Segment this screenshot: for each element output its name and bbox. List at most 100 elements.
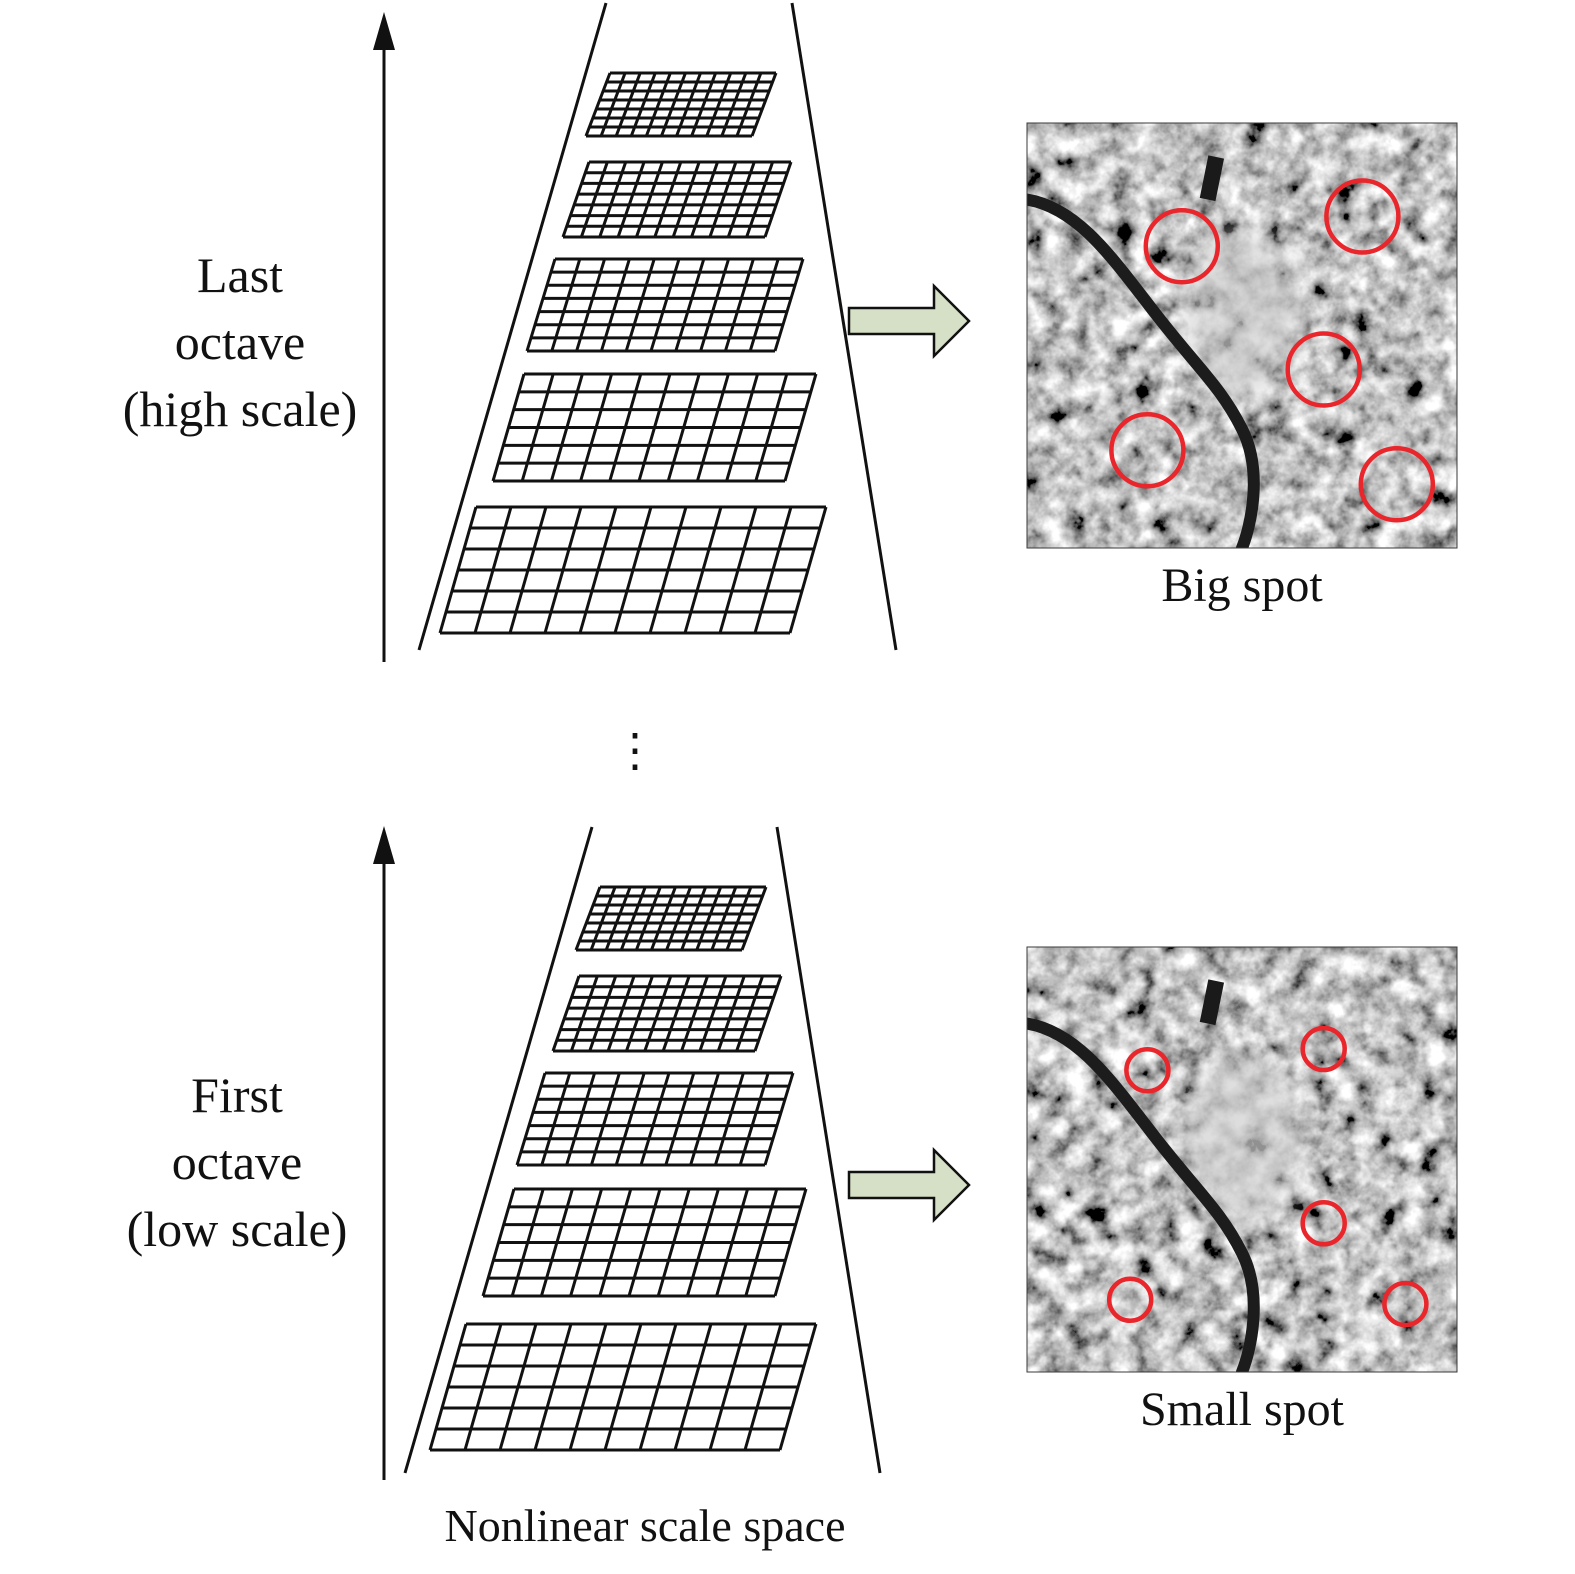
keypoint-circle [1358,446,1436,523]
grid-col-line [680,886,708,951]
grid-col-line [716,975,746,1052]
grid-col-line [726,161,756,238]
grid-col-line [510,1188,545,1297]
grid-col-line [614,1072,646,1166]
grid-col-line [613,506,653,634]
grid-col-line [674,258,706,352]
grid-col-line [569,975,599,1052]
grid-col-line [574,886,602,951]
grid-col-line [708,161,738,238]
grid-col-line [540,1072,572,1166]
bottom-octave-label-line-1: First [191,1067,283,1123]
keypoint-circle [1106,1276,1154,1323]
grid-col-line [598,161,628,238]
grid-col-line [599,258,631,352]
grid-col-line [718,506,758,634]
grid-col-line [680,975,709,1052]
grid-col-line [624,258,656,352]
grid-col-line [584,72,612,137]
grid-col-line [498,1323,538,1451]
grid-col-line [533,1323,573,1451]
grid-col-line [713,1072,745,1166]
grid-col-line [671,161,701,238]
grid-col-line [635,161,664,238]
grid-col-line [743,1323,783,1451]
grid-col-line [598,1188,633,1297]
grid-layer-icon [574,885,768,952]
grid-col-line [603,1323,643,1451]
grid-col-line [589,886,617,951]
grid-col-line [753,506,793,634]
grid-col-line [753,975,783,1052]
grid-col-line [608,373,643,482]
grid-col-line [763,161,793,238]
nonlinear-scale-space-caption: Nonlinear scale space [444,1500,846,1551]
grid-col-line [644,72,672,137]
top-octave-label-line-3: (high scale) [122,381,358,437]
grid-col-line [520,373,555,482]
grid-col-line [685,1188,720,1297]
top-octave-label-line-2: octave [174,314,306,370]
grid-col-line [428,1323,468,1451]
grid-col-line [773,258,805,352]
ellipsis-separator: ⋮ [612,725,658,776]
grid-col-line [664,1072,696,1166]
grid-col-line [539,1188,574,1297]
top-octave-label-line-1: Last [196,247,284,303]
bottom-octave-label: First octave (low scale) [67,1070,407,1271]
grid-col-line [745,161,775,238]
grid-col-line [665,886,692,951]
grid-col-line [735,72,763,137]
grid-col-line [604,886,632,951]
grid-col-line [568,1323,608,1451]
grid-col-line [720,72,748,137]
scale-space-right-edge [790,2,898,651]
grid-col-line [578,506,618,634]
grid-col-line [740,886,768,951]
grid-col-line [660,72,687,137]
grid-col-line [625,975,654,1052]
big-spot-caption: Big spot [1161,559,1323,612]
grid-col-line [690,72,718,137]
satellite-image [1026,122,1458,549]
grid-col-line [699,258,731,352]
scale-space-left-edge [403,826,594,1474]
grid-col-line [738,1072,770,1166]
grid-col-line [619,886,647,951]
grid-col-line [710,886,738,951]
grid-col-line [643,975,673,1052]
grid-col-line [551,975,581,1052]
up-arrow-icon [373,826,395,864]
keypoint-circle [1124,1047,1171,1094]
grid-col-line [725,373,760,482]
keypoint-circle [1285,331,1362,408]
grid-col-line [588,975,618,1052]
grid-col-line [491,373,526,482]
small-spot-caption: Small spot [1139,1383,1345,1436]
grid-col-line [569,1188,604,1297]
grid-col-line [735,975,765,1052]
grid-col-line [754,373,789,482]
up-arrow-icon [373,12,395,50]
grid-col-line [705,72,733,137]
grid-col-line [438,506,478,634]
grid-col-line [575,258,607,352]
grid-layer-icon [491,372,818,483]
grid-col-line [725,886,753,951]
bottom-octave-label-line-2: octave [171,1134,303,1190]
grid-col-line [673,1323,713,1451]
grid-col-line [550,258,582,352]
grid-col-line [715,1188,750,1297]
grid-col-line [481,1188,516,1297]
grid-col-line [690,161,719,238]
grid-col-line [649,258,681,352]
grid-col-line [508,506,548,634]
grid-col-line [614,72,642,137]
grid-col-line [763,1072,795,1166]
grid-layer-icon [481,1187,808,1298]
grid-col-line [525,258,557,352]
bottom-octave-section [373,826,1458,1480]
grid-col-line [788,506,828,634]
grid-col-line [561,161,591,238]
